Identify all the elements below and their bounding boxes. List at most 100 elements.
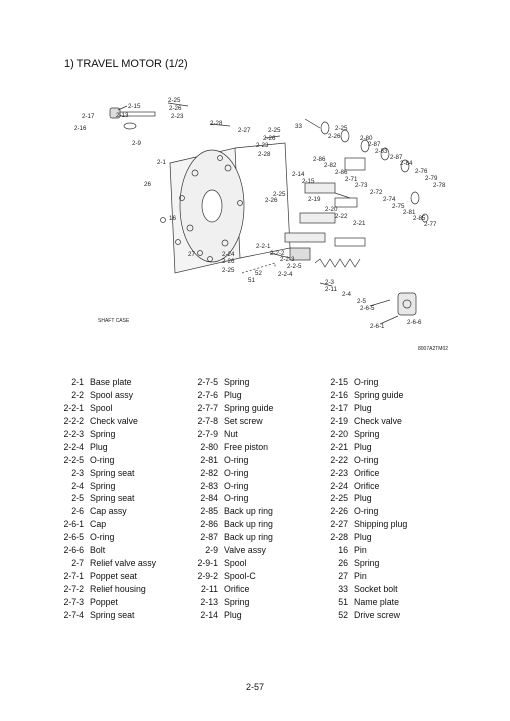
part-name: Check valve: [90, 415, 138, 426]
callout: 2-87: [390, 154, 403, 161]
callout: 2-26: [328, 133, 341, 140]
exploded-view-diagram: 2-15 2-25 2-26 2-23 2-17 2-13 2-16 2-9 2…: [70, 88, 465, 368]
part-name: Plug: [354, 402, 372, 413]
callout: 2-28: [258, 151, 271, 158]
callout: 2-25: [222, 267, 235, 274]
callout: 2-11: [325, 286, 337, 293]
callout: 2-14: [292, 171, 305, 178]
callout: 16: [169, 215, 176, 222]
part-number: 2-25: [330, 493, 348, 504]
part-name: Valve assy: [224, 545, 266, 556]
callout: 2-25: [168, 97, 181, 104]
part-name: Plug: [354, 532, 372, 543]
parts-row: 2-7-2 Relief housing: [62, 583, 156, 596]
callout: 2-76: [415, 168, 428, 175]
callout: 2-85: [413, 215, 426, 222]
callout: 2-73: [355, 182, 368, 189]
callout: 2-82: [324, 162, 337, 169]
callout: 2-75: [392, 203, 405, 210]
callout: 2-3: [325, 279, 335, 286]
parts-row: 2-80 Free piston: [172, 441, 273, 454]
parts-row: 2-17 Plug: [302, 402, 407, 415]
callout: 2-25: [273, 191, 286, 198]
part-number: 2-7-9: [197, 428, 218, 439]
part-name: O-ring: [224, 480, 249, 491]
callout: 2-79: [425, 175, 438, 182]
part-name: Spring: [354, 558, 380, 569]
part-name: O-ring: [354, 377, 379, 387]
part-number: 2-27: [330, 519, 348, 530]
callout: 2-80: [360, 135, 373, 142]
page-number: 2-57: [245, 682, 264, 692]
parts-row: 2-2-1 Spool: [62, 402, 156, 415]
part-name: Spool: [90, 402, 113, 413]
callout: 2-20: [325, 206, 338, 213]
part-number: 2-7-5: [197, 377, 218, 387]
part-number: 2-2-4: [63, 441, 84, 452]
part-name: Spring seat: [90, 609, 135, 620]
part-name: Socket bolt: [354, 584, 398, 594]
part-number: 2-3: [71, 467, 84, 478]
part-number: 2-7-4: [63, 609, 84, 620]
callout: 2-6-1: [370, 323, 385, 330]
part-number: 2-28: [330, 532, 348, 543]
part-name: Bolt: [90, 545, 106, 556]
part-name: Spool-C: [224, 571, 256, 582]
callout: 2-26: [265, 197, 278, 204]
parts-row: 2-28 Plug: [302, 531, 407, 544]
callout: 2-26: [169, 105, 182, 112]
callout: 2-6-6: [407, 319, 422, 326]
parts-row: 2-2-3 Spring: [62, 428, 156, 441]
part-name: Free piston: [224, 441, 269, 452]
part-name: Spring guide: [224, 402, 274, 413]
part-name: Relief housing: [90, 584, 146, 594]
callout: 2-25: [268, 127, 281, 134]
callout: 2-6-5: [360, 305, 375, 312]
part-number: 2-16: [330, 389, 348, 400]
parts-row: 2-7-4 Spring seat: [62, 609, 156, 622]
callout: 2-5: [357, 298, 367, 305]
callout: 2-21: [353, 220, 366, 227]
part-name: O-ring: [354, 454, 379, 465]
part-name: Spring: [90, 428, 116, 439]
part-name: O-ring: [354, 506, 379, 517]
part-number: 52: [338, 609, 348, 620]
callout: 2-27: [238, 127, 251, 134]
part-number: 2-2-1: [63, 402, 84, 413]
part-name: Cap assy: [90, 506, 127, 517]
part-name: Plug: [354, 441, 372, 452]
part-number: 2-19: [330, 415, 348, 426]
part-number: 2-6-5: [63, 532, 84, 543]
part-number: 2-6-1: [63, 519, 84, 530]
callout: 2-17: [82, 113, 95, 120]
callout: 2-4: [342, 291, 352, 298]
part-number: 2-17: [330, 402, 348, 413]
part-name: O-ring: [90, 532, 115, 543]
part-name: Pin: [354, 545, 367, 556]
part-name: Name plate: [354, 596, 399, 607]
part-number: 2-9-1: [197, 558, 218, 569]
callout: 2-77: [424, 221, 437, 228]
part-number: 2-80: [200, 441, 218, 452]
part-number: 2-2-3: [63, 428, 84, 439]
callout: 2-2-5: [287, 263, 302, 270]
part-name: O-ring: [224, 493, 249, 504]
part-name: Spool assy: [90, 389, 134, 400]
part-number: 2-7-2: [63, 584, 84, 594]
part-name: Drive screw: [354, 609, 400, 620]
